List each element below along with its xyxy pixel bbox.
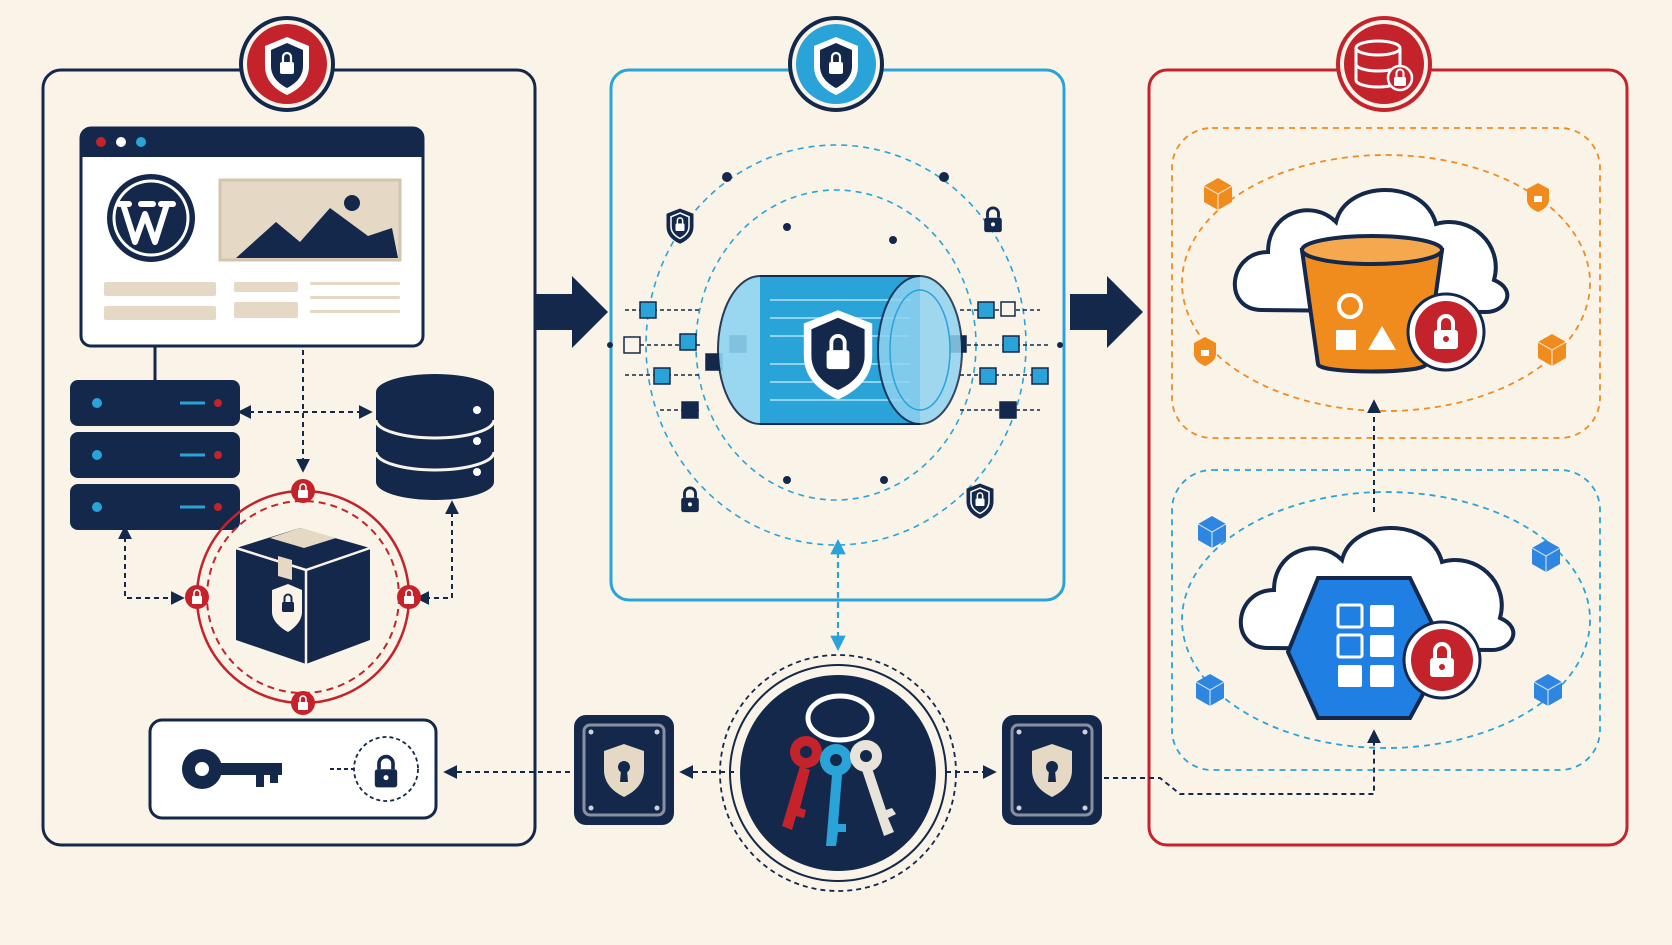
flow-arrow-origin-to-transit xyxy=(535,276,608,348)
key-and-lock-box xyxy=(148,718,438,820)
encrypted-package-icon xyxy=(235,528,371,664)
blob-lock-badge xyxy=(1402,620,1482,700)
window-dot-red xyxy=(96,137,106,147)
storage-zones xyxy=(1171,127,1601,771)
right-key-vault-icon xyxy=(1000,713,1104,827)
orbit-nodes xyxy=(607,172,1063,484)
blob-storage-icon xyxy=(1285,576,1449,720)
orange-data-cubes xyxy=(1194,177,1567,367)
image-placeholder-icon xyxy=(218,178,402,262)
key-ring-icon xyxy=(782,693,896,846)
red-key-icon xyxy=(782,736,822,830)
wordpress-logo xyxy=(107,174,195,262)
key-ring-hub xyxy=(719,654,957,892)
flow-arrow-transit-to-storage xyxy=(1070,276,1143,348)
transit-shield-lock-icon xyxy=(788,16,884,112)
key-distribution-links xyxy=(443,729,1381,795)
origin-connectors xyxy=(118,350,459,605)
page-content-lines xyxy=(104,282,400,320)
secure-package-ring xyxy=(184,478,422,716)
encrypted-tunnel-icon xyxy=(717,275,963,425)
database-icon xyxy=(374,374,496,500)
server-stack-icon xyxy=(70,380,240,530)
storage-database-lock-icon xyxy=(1336,16,1432,112)
website-window xyxy=(79,126,425,348)
key-icon xyxy=(182,749,282,789)
left-key-vault-icon xyxy=(572,713,676,827)
white-key-icon xyxy=(850,740,896,836)
blue-key-icon xyxy=(820,744,852,846)
data-packets-right xyxy=(949,301,1050,419)
origin-shield-lock-icon xyxy=(239,16,335,112)
object-storage-bucket-icon xyxy=(1299,234,1445,374)
window-dot-blue xyxy=(136,137,146,147)
window-dot-white xyxy=(116,137,126,147)
bucket-lock-badge xyxy=(1406,292,1486,372)
